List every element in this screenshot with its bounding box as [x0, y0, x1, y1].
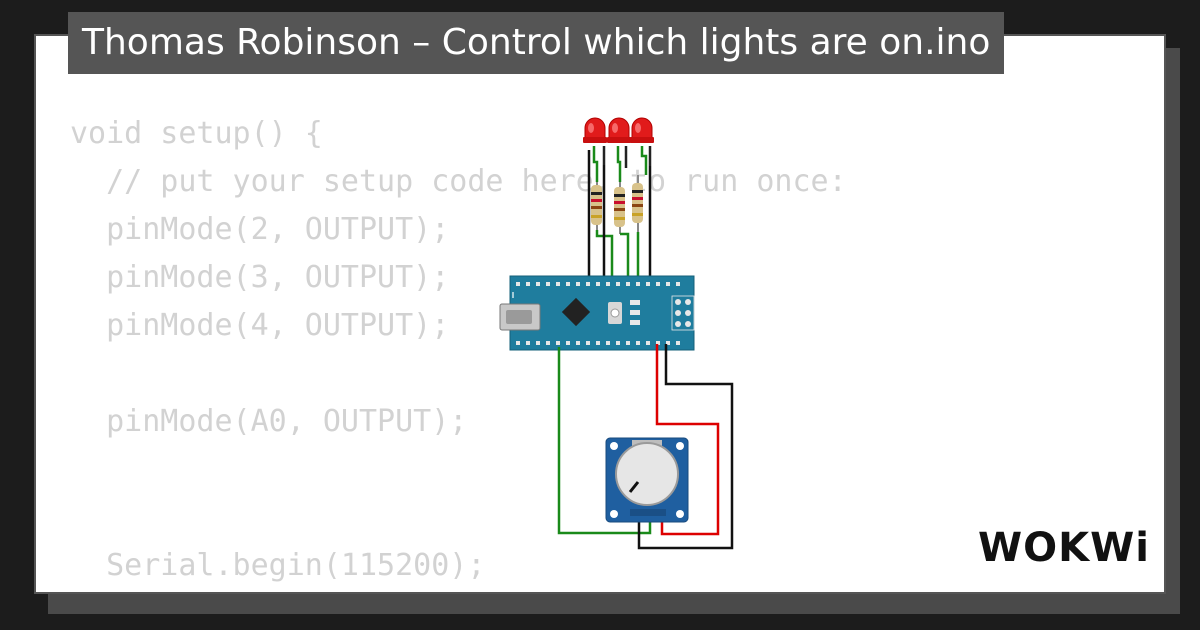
resistor-3[interactable] [632, 183, 643, 223]
code-preview: void setup() { // put your setup code he… [70, 110, 847, 592]
code-line: void setup() { [70, 116, 323, 151]
code-line: // put your setup code here, to run once… [70, 164, 847, 199]
led-1[interactable] [583, 117, 607, 143]
pot-wires [557, 344, 734, 550]
pot-knob-indicator [628, 481, 640, 493]
resistor-1[interactable] [591, 185, 602, 225]
code-line: pinMode(A0, OUTPUT); [70, 404, 468, 439]
potentiometer[interactable] [605, 437, 689, 523]
arduino-nano-board[interactable] [499, 275, 695, 351]
led-wires [592, 146, 652, 182]
project-title: Thomas Robinson – Control which lights a… [68, 12, 1005, 74]
led-2[interactable] [607, 117, 631, 143]
led-3[interactable] [630, 117, 654, 143]
code-line: Serial.begin(115200); [70, 548, 486, 583]
header-pins-bottom [516, 341, 680, 345]
icsp-header [675, 299, 691, 327]
wokwi-logo: WOKWi [978, 525, 1150, 571]
header-pins-top [516, 282, 680, 286]
code-line: pinMode(4, OUTPUT); [70, 308, 450, 343]
resistor-2[interactable] [614, 187, 625, 227]
code-line: pinMode(3, OUTPUT); [70, 260, 450, 295]
pot-knob[interactable] [615, 442, 679, 506]
mcu-chip [561, 297, 591, 327]
code-line: pinMode(2, OUTPUT); [70, 212, 450, 247]
